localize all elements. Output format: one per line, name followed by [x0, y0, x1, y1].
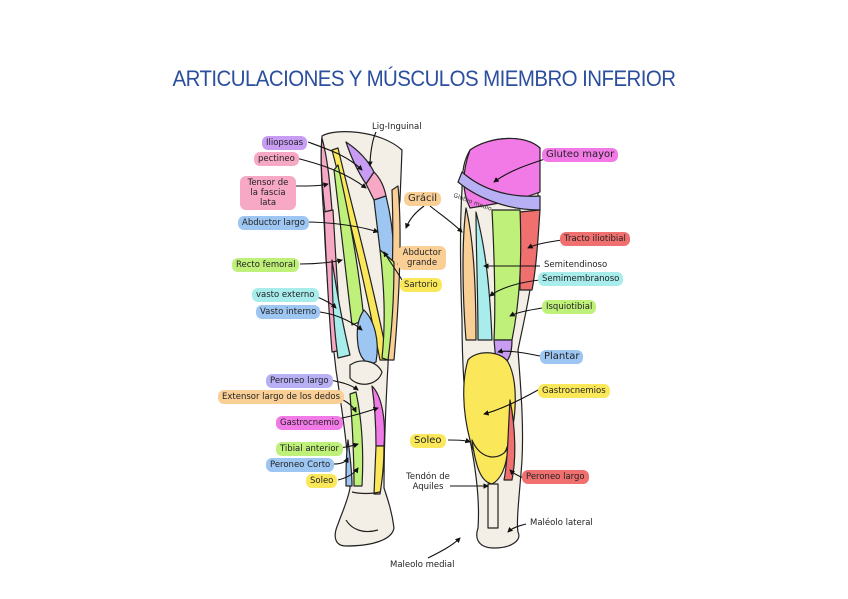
muscle-abductor-grande-front [379, 249, 395, 361]
muscle-vasto-externo [331, 259, 351, 359]
page-title: ARTICULACIONES Y MÚSCULOS MIEMBRO INFERI… [172, 66, 676, 91]
muscle-recto-femoral [333, 164, 365, 326]
label-peroneo-largo-back: Peroneo largo [522, 470, 589, 484]
label-maleolo-medial: Maleolo medial [390, 560, 455, 570]
label-maleolo-lateral: Maléolo lateral [530, 518, 593, 528]
label-isquiotibial: Isquiotibial [542, 300, 597, 314]
label-abductor-grande: Abductor grande [398, 246, 446, 270]
label-recto-femoral: Recto femoral [232, 258, 300, 272]
label-soleo-back: Soleo [410, 434, 446, 448]
label-tibial-anterior: Tibial anterior [276, 442, 344, 456]
label-plantar: Plantar [540, 350, 584, 364]
label-sartorio: Sartorio [400, 278, 442, 292]
label-vasto-externo: vasto externo [252, 288, 319, 302]
label-abductor-largo: Abductor largo [238, 216, 309, 230]
front-pointers [295, 131, 463, 559]
tendon-aquiles [487, 483, 499, 529]
label-extensor-largo-dedos: Extensor largo de los dedos [218, 390, 345, 404]
label-tensor-fascia-lata: Tensor de la fascia lata [240, 176, 296, 210]
muscle-gluteo-medio [457, 171, 541, 211]
knee-cap [349, 360, 383, 385]
muscle-soleo-back [471, 439, 509, 485]
label-vasto-interno: Vasto interno [256, 305, 321, 319]
label-tracto-iliotibial: Tracto iliotibial [560, 232, 630, 246]
label-semimembranoso: Semimembranoso [538, 272, 624, 286]
label-pectineo: pectineo [254, 152, 299, 166]
label-tendon-aquiles: Tendón de Aquiles [406, 472, 450, 492]
label-gastrocnemio-front: Gastrocnemio [276, 416, 344, 430]
back-leg [457, 137, 541, 549]
label-peroneo-largo-front: Peroneo largo [266, 374, 333, 388]
label-lig-inguinal: Lig-Inguinal [372, 122, 422, 132]
label-gastrocnemios: Gastrocnemios [538, 384, 610, 398]
label-peroneo-corto: Peroneo Corto [266, 458, 335, 472]
label-soleo-front: Soleo [306, 474, 338, 488]
label-gluteo-mayor: Gluteo mayor [542, 148, 619, 162]
muscle-soleo-front [373, 445, 385, 495]
label-gracil: Grácil [404, 192, 442, 206]
front-leg [320, 131, 403, 547]
muscle-tracto-iliotibial [519, 209, 541, 291]
muscle-semimembranoso [475, 211, 493, 341]
back-pointers [447, 157, 563, 533]
label-iliopsoas: Iliopsoas [262, 136, 308, 150]
muscle-peroneo-largo-back [503, 399, 516, 481]
muscle-semitendinoso [462, 207, 477, 341]
label-semitendinoso: Semitendinoso [544, 260, 608, 270]
